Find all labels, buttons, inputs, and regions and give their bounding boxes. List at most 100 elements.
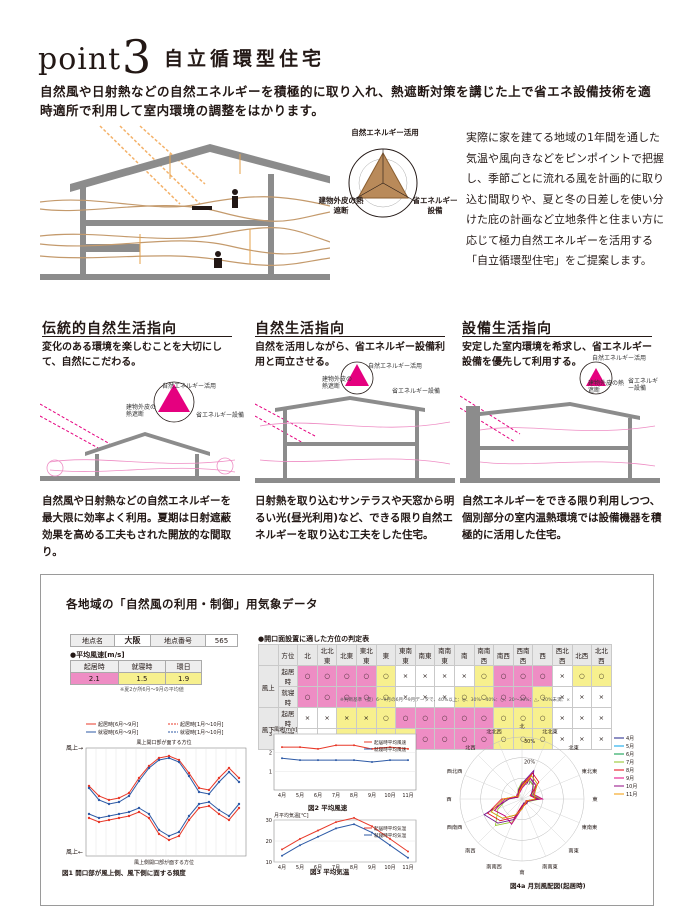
- fig3-point: [353, 816, 355, 819]
- fig3-x-tick: 11月: [402, 865, 413, 871]
- wind-cell: ×: [434, 665, 455, 687]
- fig4-direction-label: 西南西: [447, 823, 463, 831]
- row-label: 起居時: [277, 707, 299, 729]
- fig1-point: [217, 780, 221, 784]
- fig1-point: [227, 766, 231, 770]
- fig2-x-tick: 10月: [384, 793, 395, 799]
- fig1-point: [187, 814, 191, 818]
- fig1-frequency-chart: 起居時[6月〜9月]起居時[1月〜10月]就寝時[6月〜9月]就寝時[1月〜10…: [66, 722, 247, 866]
- avg-wind-value: 1.9: [165, 672, 202, 685]
- column-title-traditional: 伝統的自然生活指向: [42, 321, 177, 337]
- col3-radar-label-equipment: 省エネルギー設備: [628, 378, 659, 392]
- fig3-x-tick: 4月: [278, 865, 286, 871]
- fig3-point: [389, 837, 391, 840]
- wind-cell: ○: [434, 707, 455, 729]
- fig1-point: [207, 800, 211, 804]
- fig2-series-line: [282, 744, 409, 750]
- wind-cell: ○: [336, 665, 357, 687]
- fig1-point: [167, 754, 171, 758]
- fig3-point: [371, 831, 373, 834]
- direction-header: 北: [297, 644, 318, 666]
- fig1-point: [197, 790, 201, 794]
- column-title-equipment: 設備生活指向: [462, 321, 552, 337]
- wind-cell: ○: [571, 665, 593, 687]
- wind-cell: ×: [395, 665, 416, 687]
- fig1-point: [167, 838, 171, 842]
- fig3-x-tick: 7月: [332, 865, 340, 871]
- fig3-y-tick: 30: [266, 818, 272, 824]
- fig2-point: [299, 746, 301, 749]
- radar-label-equipment: 省エネルギー設備: [412, 196, 458, 215]
- row-label: 就寝時: [277, 686, 299, 708]
- fig4-direction-label: 南南東: [542, 862, 558, 870]
- point-number: 3: [122, 30, 152, 84]
- fig4-spoke: [464, 798, 523, 823]
- fig4-ring-label: 10%: [524, 780, 535, 786]
- fig4-legend-label: 6月: [626, 752, 634, 758]
- fig1-bottom-label: 風上側開口部が面する方位: [134, 859, 194, 866]
- col2-radar-label-equipment: 省エネルギー設備: [392, 388, 441, 395]
- avg-wind-header: 就寝時: [117, 660, 167, 673]
- wind-cell: ○: [355, 686, 377, 708]
- fig1-point: [117, 800, 121, 804]
- fig4-month-trace: [490, 775, 538, 819]
- fig1-point: [117, 812, 121, 816]
- main-radar-chart: [348, 148, 418, 218]
- fig1-point: [187, 774, 191, 778]
- wind-cell: ○: [473, 665, 495, 687]
- wind-cell: ○: [512, 665, 534, 687]
- direction-header: 東南東: [395, 644, 416, 666]
- fig4-direction-label: 北北東: [542, 728, 558, 736]
- fig1-point: [197, 786, 201, 790]
- fig1-point: [187, 818, 191, 822]
- fig3-point: [299, 837, 301, 840]
- fig4-direction-label: 西: [446, 796, 451, 803]
- fig1-point: [107, 814, 111, 818]
- fig2-caption: 図2 平均風速: [308, 804, 348, 812]
- fig1-point: [167, 756, 171, 760]
- avg-wind-table: 起居時 就寝時 環日 2.1 1.5 1.9: [70, 660, 202, 685]
- fig1-legend-label: 起居時[6月〜9月]: [98, 722, 138, 728]
- fig1-point: [87, 786, 91, 790]
- fig4-direction-label: 北西: [465, 743, 475, 751]
- point-no-value: 565: [204, 634, 239, 647]
- fig4-spoke: [464, 775, 523, 800]
- fig3-series-line: [281, 817, 409, 852]
- wind-cell: ○: [316, 686, 338, 708]
- wind-cell: ○: [493, 686, 514, 708]
- fig4-wind-rose: 10%20%30%北北北東北東東北東東東南東南東南南東南南南西南西西南西西西北西…: [446, 722, 637, 876]
- wind-cell: ○: [316, 665, 338, 687]
- fig4-direction-label: 南南西: [486, 862, 502, 870]
- fig4-legend-label: 5月: [626, 744, 634, 750]
- fig1-point: [127, 810, 131, 814]
- fig1-point: [137, 779, 141, 783]
- direction-header: 北北西: [591, 644, 612, 666]
- wind-cell: ×: [414, 665, 436, 687]
- col3-radar-label-envelope: 建物外皮の熱遮断: [588, 380, 625, 394]
- column-footer-traditional: 自然風や日射熱などの自然エネルギーを最大限に効率よく利用。夏期は日射遮蔽効果を高…: [42, 495, 231, 558]
- fig2-x-tick: 7月: [332, 793, 340, 799]
- fig4-spoke: [521, 798, 566, 843]
- traditional-house-illustration: [40, 381, 240, 481]
- fig4-legend-label: 8月: [626, 768, 634, 774]
- wind-cell: ×: [571, 728, 593, 750]
- fig4-legend-label: 11月: [626, 792, 637, 798]
- direction-header: 西: [532, 644, 553, 666]
- fig1-point: [237, 802, 241, 806]
- col2-radar-label-envelope: 建物外皮の熱遮断: [322, 376, 353, 390]
- fig3-point: [335, 827, 337, 830]
- fig2-point: [407, 747, 409, 750]
- fig2-point: [317, 759, 319, 762]
- fig1-point: [137, 776, 141, 780]
- fig1-y-bottom-label: 風上←: [66, 848, 83, 856]
- fig3-point: [299, 844, 301, 847]
- wind-table-corner: 方位: [277, 644, 299, 666]
- fig3-point: [407, 850, 409, 853]
- fig4-spoke: [521, 798, 580, 823]
- fig3-series-line: [281, 823, 409, 859]
- fig1-y-top-label: 風上→: [66, 744, 83, 752]
- fig1-point: [137, 810, 141, 814]
- direction-header: 東北東: [355, 644, 377, 666]
